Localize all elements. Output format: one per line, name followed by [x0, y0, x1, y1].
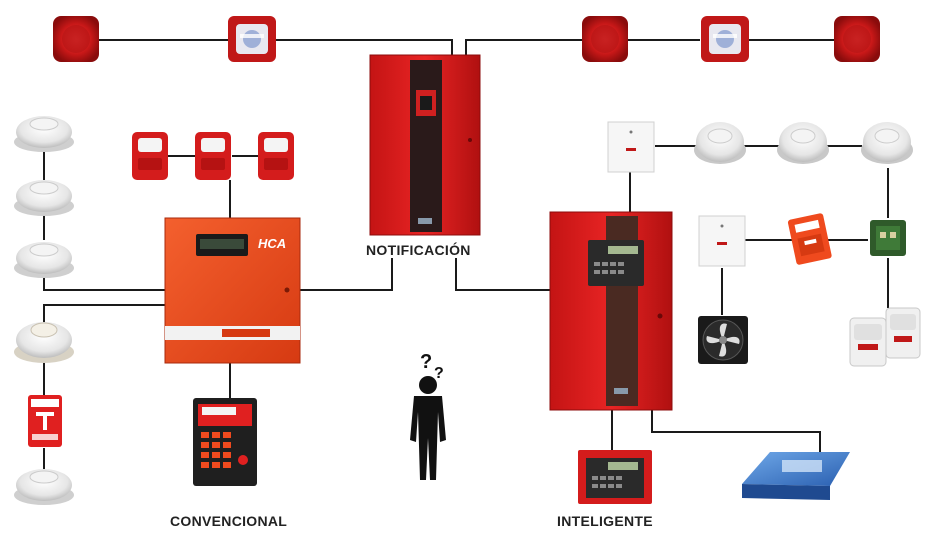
conventional-label: CONVENCIONAL: [170, 513, 288, 529]
strobe-conventional-1: [132, 132, 168, 180]
control-relay-module: [870, 220, 906, 256]
panel-brand-logo: HCA: [258, 236, 287, 251]
question-mark-icon: ?: [434, 365, 444, 382]
wire-intel-to-computer: [651, 410, 821, 452]
duct-smoke-detector-2: [885, 307, 921, 359]
addressable-module-1: [607, 121, 655, 173]
smoke-detector-left-4: [14, 469, 74, 505]
conventional-panel: [164, 217, 301, 364]
wire-conv-to-notif: [300, 258, 393, 291]
duct-smoke-detector-1: [849, 317, 887, 367]
wire-top-right: [465, 39, 834, 56]
question-mark-icon: ?: [420, 351, 432, 373]
smoke-detector-left-1: [14, 116, 74, 152]
manual-pull-station-intelligent: [787, 213, 832, 265]
ventilation-fan-icon: [698, 316, 748, 364]
smoke-detector-intelligent-1: [694, 122, 746, 164]
notification-panel: [369, 54, 481, 236]
intelligent-panel: [549, 211, 673, 411]
addressable-module-2: [698, 215, 746, 267]
heat-detector-left: [14, 322, 74, 363]
smoke-detector-intelligent-2: [777, 122, 829, 164]
wiring: [43, 39, 889, 470]
network-interface-device: [742, 452, 850, 500]
horn-top-1: [53, 16, 99, 62]
strobe-top-1: [228, 16, 276, 62]
strobe-top-2: [701, 16, 749, 62]
smoke-detector-left-2: [14, 180, 74, 216]
wire-notif-to-intel: [455, 258, 550, 291]
intelligent-label: INTELIGENTE: [557, 513, 653, 529]
smoke-detector-intelligent-3: [861, 122, 913, 164]
conventional-annunciator: [193, 398, 257, 486]
strobe-conventional-3: [258, 132, 294, 180]
smoke-detector-left-3: [14, 242, 74, 278]
wire-top-left: [98, 39, 453, 56]
notification-label: NOTIFICACIÓN: [366, 242, 471, 258]
horn-top-2: [582, 16, 628, 62]
manual-pull-station-left: [28, 395, 62, 447]
intelligent-annunciator: [578, 450, 652, 504]
strobe-conventional-2: [195, 132, 231, 180]
horn-top-3: [834, 16, 880, 62]
confused-person-icon: ? ?: [410, 351, 446, 480]
wire-left-detectors: [43, 150, 165, 291]
